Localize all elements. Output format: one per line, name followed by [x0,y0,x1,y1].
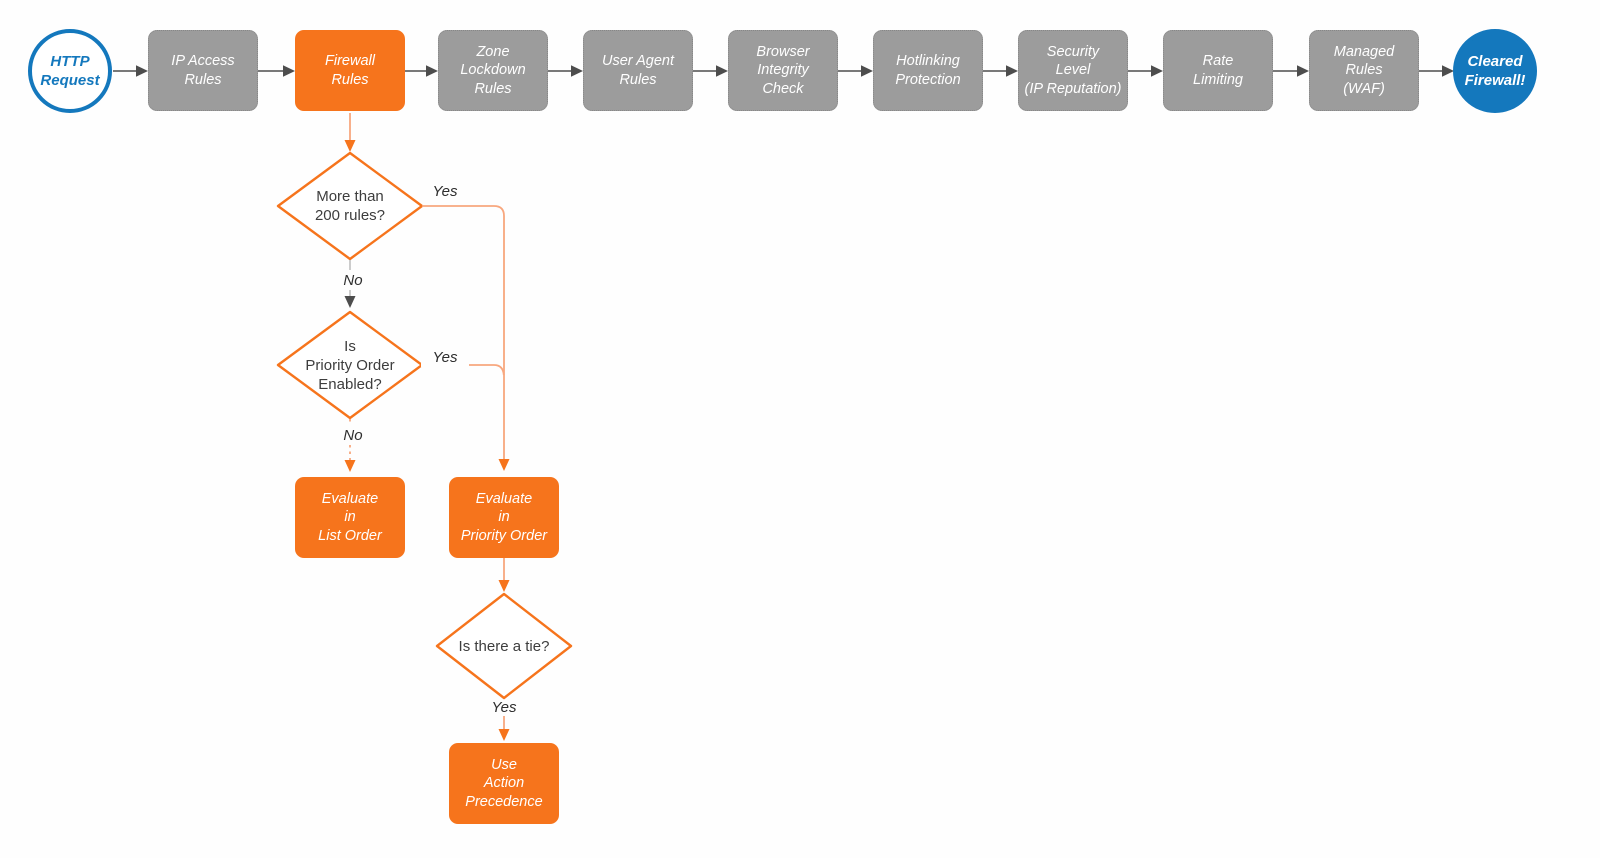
decision-priority-order-enabled-label: Is Priority Order Enabled? [305,337,395,393]
node-firewall-rules: Firewall Rules [295,30,405,111]
edge-rate-limiting-to-managed-rules [1273,65,1309,77]
decision-more-than-200-rules-label: More than 200 rules? [314,188,386,224]
node-rate-limiting: Rate Limiting [1163,30,1273,111]
decision-priority-order-enabled-shape [276,310,424,420]
edge-decision1-yes [422,205,510,471]
node-user-agent-rules: User Agent Rules [583,30,693,111]
label-decision1-yes: Yes [432,182,458,200]
edge-managed-rules-to-end [1419,65,1454,77]
edge-ip-access-to-firewall [258,65,295,77]
node-ip-access-rules: IP Access Rules [148,30,258,111]
node-hotlinking-protection: Hotlinking Protection [873,30,983,111]
edge-firewall-to-decision1 [344,113,356,152]
edge-priority-order-to-decision3 [498,558,510,592]
label-decision3-yes: Yes [491,699,517,716]
node-evaluate-in-list-order: Evaluate in List Order [295,477,405,558]
edge-hotlinking-to-security-level [983,65,1018,77]
node-security-level: Security Level (IP Reputation) [1018,30,1128,111]
node-cleared-firewall: Cleared Firewall! [1453,29,1537,113]
edge-browser-integrity-to-hotlinking [838,65,873,77]
edge-firewall-to-zone-lockdown [405,65,438,77]
edge-user-agent-to-browser-integrity [693,65,728,77]
node-managed-rules-waf: Managed Rules (WAF) [1309,30,1419,111]
node-browser-integrity-check: Browser Integrity Check [728,30,838,111]
edge-decision2-yes [422,364,505,376]
node-use-action-precedence: Use Action Precedence [449,743,559,824]
node-evaluate-in-priority-order: Evaluate in Priority Order [449,477,559,558]
decision-more-than-200-rules-shape [276,151,424,261]
node-zone-lockdown-rules: Zone Lockdown Rules [438,30,548,111]
edge-security-level-to-rate-limiting [1128,65,1163,77]
edge-zone-lockdown-to-user-agent [548,65,583,77]
decision-is-there-a-tie-shape [435,592,573,700]
decision-is-there-a-tie-label: Is there a tie? [458,637,550,655]
edge-start-to-ip-access [113,65,148,77]
label-decision2-no: No [332,425,374,445]
label-decision1-no: No [332,270,374,290]
node-http-request: HTTP Request [28,29,112,113]
edge-decision3-yes [498,716,510,741]
label-decision2-yes: Yes [421,347,469,367]
